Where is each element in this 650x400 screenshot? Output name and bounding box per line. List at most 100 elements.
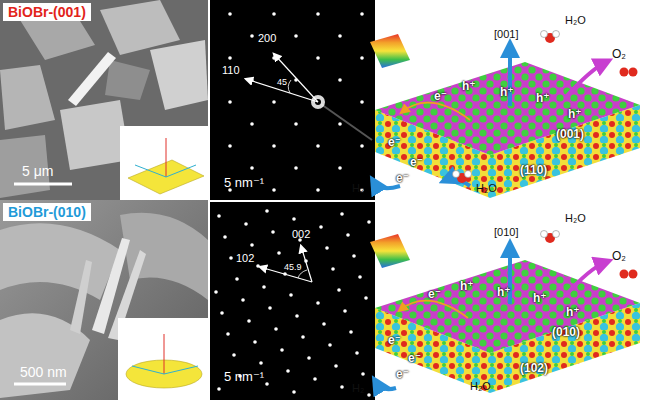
diffraction-spot <box>338 34 342 38</box>
facet-label: (102) <box>520 362 548 376</box>
diffraction-spot <box>272 12 276 16</box>
diffraction-spot <box>229 256 233 260</box>
diffraction-spot <box>338 166 342 170</box>
diffraction-spot <box>334 364 338 368</box>
diffraction-spot <box>217 387 221 391</box>
hole-label: h⁺ <box>462 80 476 94</box>
diffraction-spot <box>235 277 239 281</box>
molecule-label: H₂ <box>352 382 364 395</box>
diffraction-spot <box>272 188 276 192</box>
electron-label: e⁻ <box>434 90 447 104</box>
diffraction-spot <box>217 214 221 218</box>
diffraction-spot <box>265 209 269 213</box>
miller-index: 200 <box>258 32 276 45</box>
diffraction-spot <box>367 220 371 224</box>
diffraction-spot <box>364 296 368 300</box>
hole-label: h⁺ <box>500 86 514 100</box>
diffraction-spot <box>301 335 305 339</box>
diffraction-spot <box>295 314 299 318</box>
molecule-label: O₂ <box>612 250 626 264</box>
diffraction-spot <box>253 340 257 344</box>
diffraction-spot <box>228 100 232 104</box>
electron-label: e⁻ <box>410 156 423 170</box>
diffraction-spot <box>292 390 296 394</box>
facet-label: (010) <box>552 326 580 340</box>
diffraction-spot <box>247 319 251 323</box>
diffraction-spot <box>232 353 236 357</box>
axis-label: [010] <box>494 226 518 239</box>
panel-title: BiOBr-(001) <box>8 4 86 20</box>
diffraction-spot <box>322 322 326 326</box>
diffraction-spot <box>343 309 347 313</box>
diffraction-spot <box>325 246 329 250</box>
electron-label: e⁻ <box>428 288 441 302</box>
diffraction-spot <box>272 100 276 104</box>
diffraction-spot <box>360 100 364 104</box>
diffraction-spot <box>331 267 335 271</box>
diffraction-spot <box>250 243 254 247</box>
diffraction-spot <box>262 285 266 289</box>
electron-label: e⁻ <box>388 136 401 150</box>
diffraction-spot <box>272 56 276 60</box>
diffraction-spot <box>292 217 296 221</box>
diffraction-spot <box>250 122 254 126</box>
diffraction-spot <box>360 56 364 60</box>
diffraction-spot <box>241 298 245 302</box>
diffraction-spot <box>319 225 323 229</box>
diffraction-spot <box>355 351 359 355</box>
diffraction-spot <box>328 343 332 347</box>
diffraction-spot <box>286 369 290 373</box>
diffraction-spot <box>223 235 227 239</box>
diffraction-spot <box>316 12 320 16</box>
diffraction-spot <box>316 56 320 60</box>
diffraction-spot <box>340 212 344 216</box>
diffraction-spot <box>367 393 371 397</box>
miller-index: 102 <box>236 252 254 265</box>
diffraction-spot <box>316 144 320 148</box>
diffraction-spot <box>352 254 356 258</box>
diffraction-spot <box>228 56 232 60</box>
diffraction-spot <box>228 144 232 148</box>
angle-label: 45.9 <box>284 262 302 272</box>
diffraction-spot <box>214 290 218 294</box>
scale-bar-label: 500 nm <box>20 364 67 380</box>
electron-label: e⁻ <box>396 368 409 382</box>
diffraction-spot <box>226 332 230 336</box>
scale-bar-label: 5 μm <box>22 163 53 179</box>
diffraction-spot <box>259 361 263 365</box>
diffraction-spot <box>307 356 311 360</box>
molecule-label: H₂O <box>470 380 491 393</box>
diffraction-spot <box>228 12 232 16</box>
panel-title: BiOBr-(010) <box>8 204 86 220</box>
axis-label: [001] <box>494 28 518 41</box>
hole-label: h⁺ <box>460 280 474 294</box>
diffraction-spot <box>349 330 353 334</box>
miller-index: 002 <box>292 228 310 241</box>
diffraction-spot <box>358 275 362 279</box>
diffraction-spot <box>316 301 320 305</box>
diffraction-spot <box>274 327 278 331</box>
diffraction-spot <box>360 12 364 16</box>
diffraction-spot <box>337 288 341 292</box>
molecule-label: H₂O <box>565 14 586 27</box>
facet-label: (001) <box>556 128 584 142</box>
diffraction-spot <box>338 122 342 126</box>
electron-label: e⁻ <box>388 334 401 348</box>
molecule-label: H₂O <box>476 182 497 195</box>
diffraction-spot <box>244 222 248 226</box>
diffraction-spot <box>361 372 365 376</box>
panel-label: BiOBr-(010) <box>3 203 91 221</box>
panel-label: BiOBr-(001) <box>3 3 91 21</box>
facet-label: (110) <box>520 164 547 178</box>
diffraction-spot <box>268 306 272 310</box>
electron-label: e⁻ <box>396 172 409 186</box>
hole-label: h⁺ <box>533 292 547 306</box>
diffraction-spot <box>271 230 275 234</box>
molecule-label: H₂O <box>565 212 586 225</box>
diffraction-spot <box>340 385 344 389</box>
diffraction-spot <box>265 382 269 386</box>
diffraction-spot <box>220 311 224 315</box>
diffraction-spot <box>250 166 254 170</box>
diffraction-spot <box>294 166 298 170</box>
